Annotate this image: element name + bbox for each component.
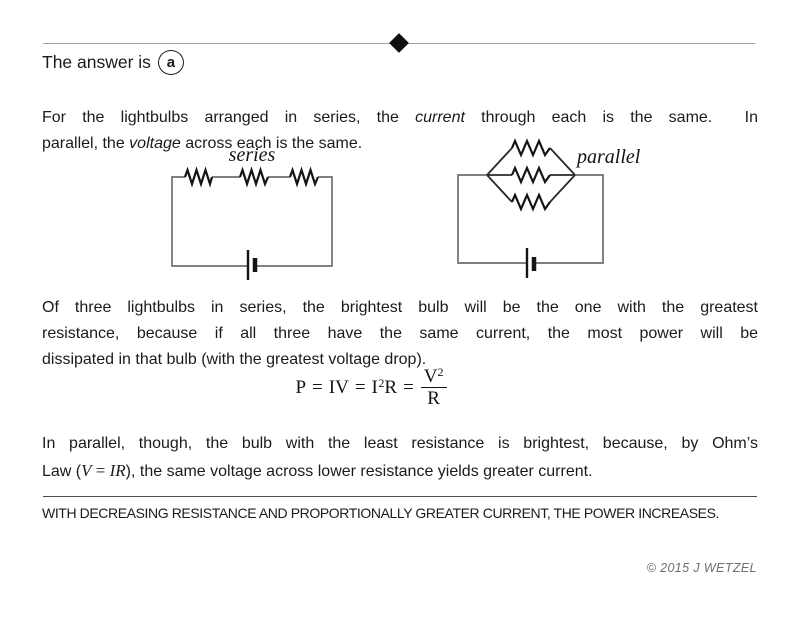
parallel-wires	[457, 174, 604, 264]
fraction-numerator: V2	[421, 365, 447, 387]
parallel-explanation-paragraph: In parallel, though, the bulb with the l…	[42, 430, 758, 485]
series-circuit-diagram	[171, 166, 333, 280]
diamond-icon	[389, 33, 409, 53]
intro-text: through each is the same. In	[464, 109, 759, 126]
intro-line-1: For the lightbulbs arranged in series, t…	[42, 105, 758, 131]
series-wires	[171, 176, 333, 267]
resistor-icon	[288, 166, 320, 188]
series-resistor-icons	[183, 166, 320, 188]
parallel-diagram-label: parallel	[577, 146, 641, 168]
intro-text: across each is the same.	[180, 135, 363, 152]
intro-emphasis-current: current	[415, 109, 465, 126]
formula-r: R	[384, 377, 398, 399]
ohms-law-ir: IR	[109, 461, 126, 480]
ohms-law-equals: =	[91, 461, 110, 480]
intro-text: parallel, the	[42, 135, 130, 152]
parallel-explanation-line-1: In parallel, though, the bulb with the l…	[42, 435, 758, 452]
fraction-denominator: R	[420, 387, 447, 409]
fraction-v: V	[423, 366, 438, 387]
intro-text: For the lightbulbs arranged in series, t…	[42, 109, 416, 126]
intro-line-2: parallel, the voltage across each is the…	[42, 131, 758, 157]
parallel-resistor-icons	[510, 138, 551, 212]
formula-iv: IV	[328, 376, 349, 398]
formula-i-exponent: 2	[378, 376, 385, 391]
series-explanation-line-3: dissipated in that bulb (with the greate…	[42, 351, 427, 368]
resistor-icon	[183, 166, 214, 188]
answer-prefix: The answer is	[42, 52, 151, 72]
intro-paragraph: For the lightbulbs arranged in series, t…	[42, 105, 758, 157]
fraction-exponent: 2	[437, 365, 444, 379]
series-explanation-line-1: Of three lightbulbs in series, the brigh…	[42, 299, 758, 316]
parallel-battery-icon	[525, 248, 537, 278]
parallel-explanation-text: ), the same voltage across lower resista…	[125, 463, 593, 480]
formula-i: I	[371, 377, 378, 399]
parallel-explanation-text: Law (	[42, 463, 82, 480]
conclusion-statement: WITH DECREASING RESISTANCE AND PROPORTIO…	[42, 505, 720, 521]
resistor-icon	[510, 165, 551, 185]
power-formula: P = IV = I2R = V2 R	[0, 365, 742, 410]
series-diagram-label: series	[228, 144, 276, 166]
formula-fraction: V2 R	[420, 365, 447, 410]
formula-equals-2: =	[354, 376, 366, 398]
answer-line: The answer is a	[42, 50, 184, 75]
resistor-icon	[238, 166, 270, 188]
ohms-law-v: V	[81, 461, 92, 480]
series-explanation-paragraph: Of three lightbulbs in series, the brigh…	[42, 295, 758, 373]
answer-circle-badge: a	[157, 50, 184, 75]
answer-letter: a	[166, 54, 176, 71]
bottom-divider-rule	[43, 496, 757, 498]
formula-i-squared-r: I2R	[372, 376, 398, 399]
series-explanation-line-2: resistance, because if all three have th…	[42, 325, 758, 342]
parallel-explanation-line-2: Law (V = IR), the same voltage across lo…	[42, 457, 758, 485]
formula-equals-3: =	[403, 376, 414, 398]
copyright-notice: © 2015 J WETZEL	[646, 561, 757, 575]
formula-equals-1: =	[312, 376, 323, 398]
formula-p: P	[295, 376, 307, 398]
intro-emphasis-voltage: voltage	[129, 135, 181, 152]
resistor-icon	[510, 192, 551, 212]
parallel-branch-wires	[486, 147, 576, 203]
parallel-circuit-diagram	[457, 138, 604, 278]
resistor-icon	[510, 138, 551, 158]
series-battery-icon	[246, 250, 258, 280]
